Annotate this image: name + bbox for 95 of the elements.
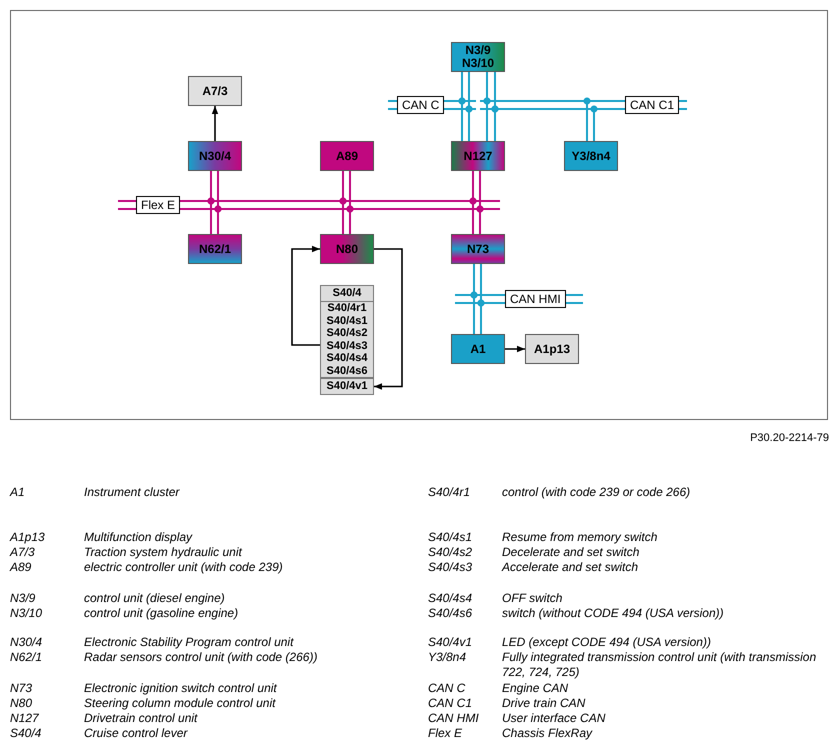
part-code: S40/4s6 <box>326 364 368 377</box>
legend-code: N3/10 <box>10 606 44 621</box>
bus-tap-line <box>484 98 498 142</box>
legend-code: S40/4s3 <box>428 560 474 575</box>
part-code: S40/4v1 <box>326 380 368 393</box>
legend-description: Traction system hydraulic unit <box>84 545 244 560</box>
part-code: S40/4s3 <box>326 340 368 352</box>
legend-description: control (with code 239 or code 266) <box>502 485 692 500</box>
bus-tap-line <box>340 198 354 235</box>
bus-tap-line <box>208 198 222 235</box>
part-code: N62/1 <box>198 242 232 256</box>
legend-code: A7/3 <box>10 545 36 560</box>
legend-description: Drivetrain control unit <box>84 711 199 726</box>
arrow <box>374 248 403 390</box>
legend-code: S40/4v1 <box>428 635 474 650</box>
part-code: A1p13 <box>534 342 570 356</box>
legend-code: S40/4 <box>10 726 42 741</box>
bus-label: CAN C <box>397 96 444 114</box>
part-code: N73 <box>466 242 489 256</box>
part-code: N80 <box>336 242 358 256</box>
part-code: A7/3 <box>202 84 228 98</box>
legend-description: Decelerate and set switch <box>502 545 640 560</box>
control-unit-box <box>188 141 242 171</box>
bus-label: CAN HMI <box>505 290 566 308</box>
legend-code: A1 <box>10 485 26 500</box>
part-code: S40/4s4 <box>326 352 368 364</box>
legend-code: N127 <box>10 711 40 726</box>
legend-description: Resume from memory switch <box>502 530 658 545</box>
control-unit-box <box>451 334 505 364</box>
legend-description: OFF switch <box>502 591 564 606</box>
legend-description: switch (without CODE 494 (USA version)) <box>502 606 725 621</box>
legend-code: S40/4s6 <box>428 606 474 621</box>
switch-list-box <box>320 301 374 378</box>
part-code: S40/4 <box>332 286 362 301</box>
legend-description: Fully integrated transmission control unit (with transmission 722, 724, 725) <box>502 650 818 680</box>
control-unit-box <box>564 141 618 171</box>
legend-code: S40/4s4 <box>428 591 474 606</box>
legend-description: Electronic Stability Program control unit <box>84 635 295 650</box>
control-unit-box <box>320 141 374 171</box>
legend-code: S40/4s2 <box>428 545 474 560</box>
part-code: S40/4s1 <box>326 314 368 327</box>
legend-description: Steering column module control unit <box>84 696 277 711</box>
legend-description: LED (except CODE 494 (USA version)) <box>502 635 712 650</box>
legend-code: CAN HMI <box>428 711 480 726</box>
legend-code: A1p13 <box>10 530 46 545</box>
arrow <box>212 106 218 141</box>
part-code: N3/10 <box>462 57 494 70</box>
legend-code: N80 <box>10 696 34 711</box>
legend-description: Accelerate and set switch <box>502 560 640 575</box>
legend-description: Radar sensors control unit (with code (266)) <box>84 650 318 665</box>
legend-description: control unit (gasoline engine) <box>84 606 240 621</box>
part-code: S40/4r1 <box>327 302 367 314</box>
legend-description: Cruise control lever <box>84 726 189 741</box>
document-number: P30.20-2214-79 <box>750 431 829 445</box>
bus-label: CAN C1 <box>625 96 680 114</box>
legend-description: Drive train CAN <box>502 696 586 711</box>
part-code: A89 <box>336 150 358 162</box>
legend-code: N62/1 <box>10 650 44 665</box>
legend-code: N30/4 <box>10 635 44 650</box>
bus-tap-line <box>584 98 598 142</box>
legend-description: Chassis FlexRay <box>502 726 594 741</box>
legend-code: Y3/8n4 <box>428 650 468 665</box>
control-unit-box <box>451 42 505 72</box>
control-unit-box <box>451 234 505 264</box>
control-unit-box <box>188 76 242 106</box>
legend-description: electric controller unit (with code 239) <box>84 560 284 575</box>
part-code: Y3/8n4 <box>572 150 610 162</box>
legend-code: N73 <box>10 681 34 696</box>
bus-tap-line <box>470 292 484 335</box>
legend-code: CAN C1 <box>428 696 474 711</box>
control-unit-box <box>525 334 579 364</box>
bus-tap-line <box>458 98 472 142</box>
legend-code: Flex E <box>428 726 464 741</box>
legend-description: Engine CAN <box>502 681 570 696</box>
part-code: S40/4s2 <box>326 327 368 340</box>
legend-description: User interface CAN <box>502 711 606 726</box>
legend-code: S40/4s1 <box>428 530 474 545</box>
arrow <box>505 346 525 352</box>
legend-description: control unit (diesel engine) <box>84 591 226 606</box>
legend-code: A89 <box>10 560 32 575</box>
switch-group-box <box>320 285 374 395</box>
part-code: N30/4 <box>198 150 232 162</box>
legend-description: Instrument cluster <box>84 485 181 500</box>
control-unit-box <box>188 234 242 264</box>
control-unit-box <box>320 234 374 264</box>
legend-code: S40/4r1 <box>428 485 472 500</box>
legend-code: N3/9 <box>10 591 36 606</box>
legend-code: CAN C <box>428 681 466 696</box>
bus-tap-line <box>470 198 484 235</box>
legend-description: Electronic ignition switch control unit <box>84 681 278 696</box>
legend-description: Multifunction display <box>84 530 194 545</box>
bus-label: Flex E <box>136 196 180 214</box>
part-code: A1 <box>470 342 486 356</box>
arrow <box>291 246 320 346</box>
part-code: N3/9 <box>465 44 491 57</box>
